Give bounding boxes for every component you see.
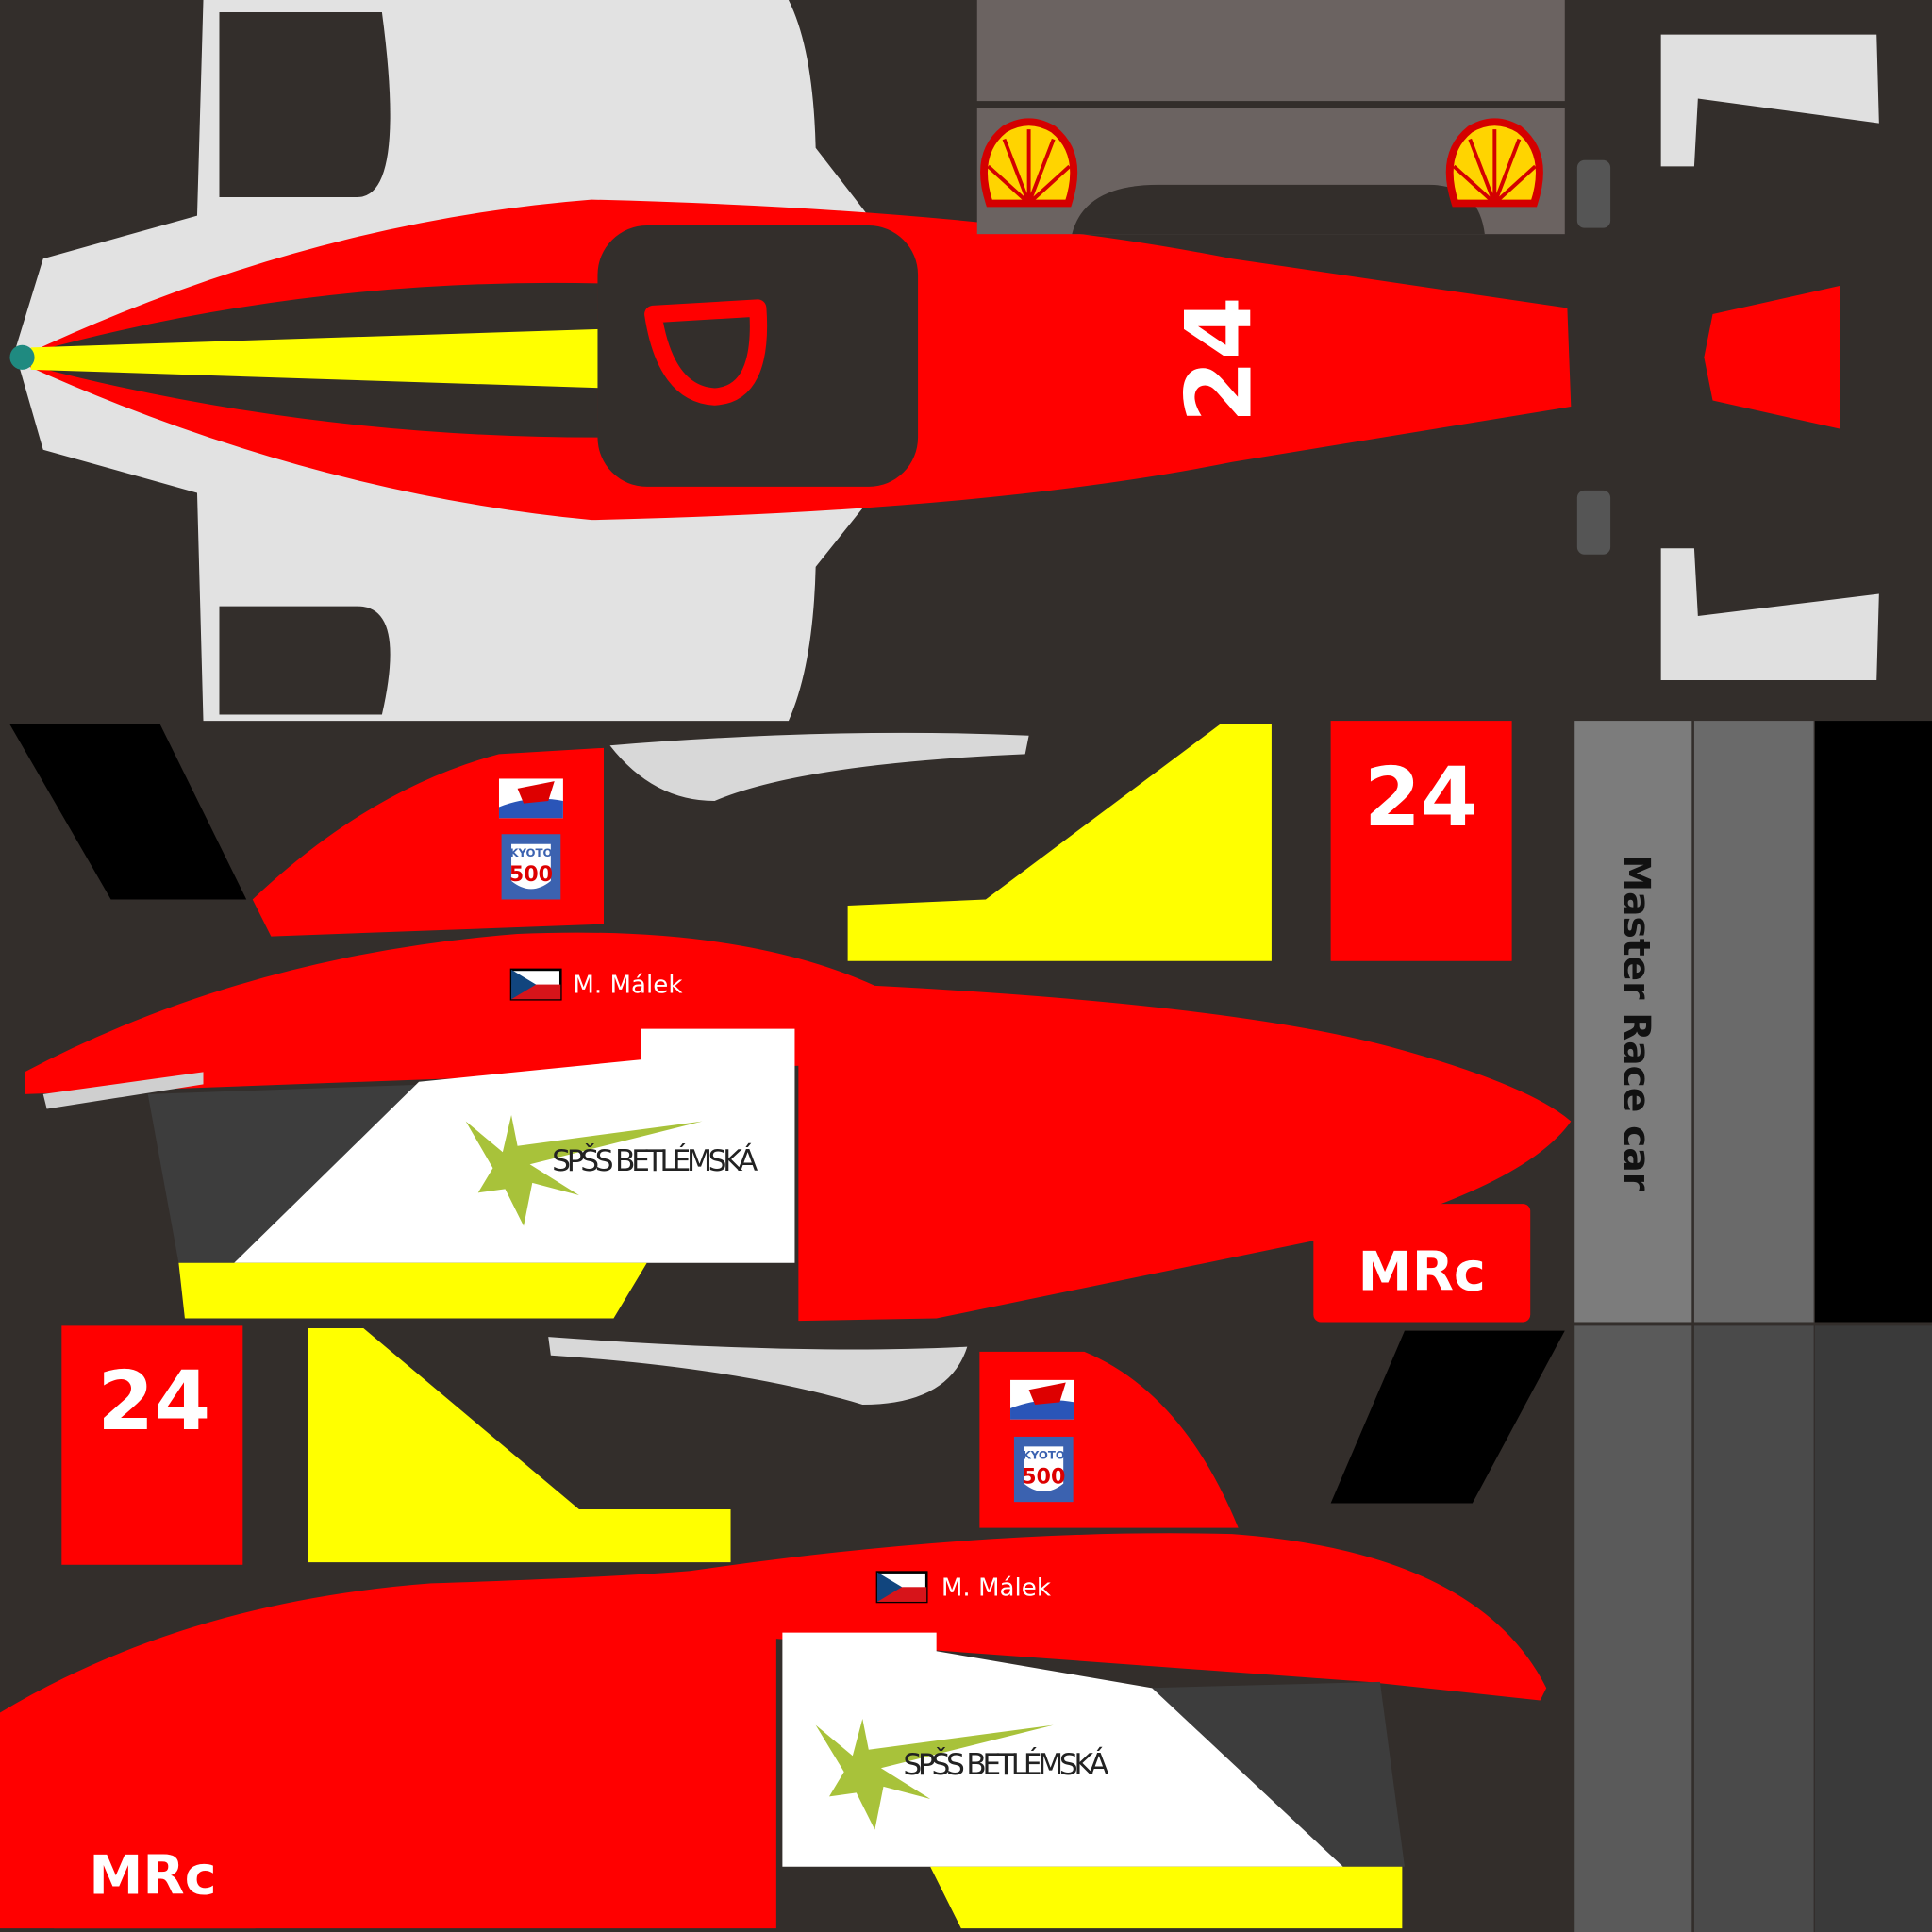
number-panel [61,1325,243,1565]
svg-text:SPŠS BETLÉMSKÁ: SPŠS BETLÉMSKÁ [552,1141,758,1178]
grey-wing-element [609,732,1029,801]
black-panel [9,724,247,900]
sponsor-logo: SPŠS BETLÉMSKÁ [465,1115,758,1226]
driver-name: M. Málek [941,1574,1052,1602]
svg-text:KYOTO: KYOTO [1023,1448,1065,1461]
svg-text:SPŠS BETLÉMSKÁ: SPŠS BETLÉMSKÁ [903,1745,1109,1782]
white-sidepod-panel [782,1632,1343,1867]
shell-logo-icon [1445,118,1543,208]
svg-text:MRc: MRc [1358,1241,1486,1304]
yellow-side-panel [308,1328,731,1563]
grey-wing-element [548,1337,968,1405]
yellow-side-panel [847,724,1272,961]
red-side-body [0,1533,1547,1929]
body-top-view: 24 [9,0,1572,722]
czech-flag-icon [509,968,562,1001]
rear-wing-endplate-top [1660,34,1879,167]
mirror-mount [1576,159,1611,228]
engine-cover [976,0,1565,235]
grey-strip [1574,1325,1692,1932]
car-number-top: 24 [1166,296,1273,424]
black-panel [1330,1330,1565,1504]
sidepod-shadow [1145,1681,1405,1867]
mrc-panel [1313,1204,1531,1323]
svg-text:500: 500 [509,862,553,887]
black-strip [1814,721,1932,1323]
grey-strip [1693,721,1814,1323]
number-panel [1330,721,1512,961]
mrc-panel [46,1806,263,1929]
sidepod-shadow [147,1084,432,1263]
red-side-body [25,932,1572,1322]
floor-cutout-bottom [219,606,391,715]
kyoto-500-logo: KYOTO 500 [501,834,561,900]
grey-strip [1693,1325,1814,1932]
cockpit-triangle-ring [644,299,768,406]
svg-text:KYOTO: KYOTO [509,846,552,859]
floor-cutout-top [219,12,391,197]
side-view-right: 24 KYOTO 500 M. Málek SPŠS BETLÉMSKÁ [0,1325,1565,1929]
mirror-mount [1576,490,1611,555]
side-text: Master Race car [1614,855,1657,1191]
side-view-left: KYOTO 500 M. Málek SPŠS BETLÉMSKÁ 24 MRc [9,721,1572,1323]
sponsor-logo: SPŠS BETLÉMSKÁ [815,1719,1109,1830]
svg-text:24: 24 [1364,751,1477,845]
grey-sidepod-edge [42,1072,204,1109]
rear-wing-endplate-bottom [1660,548,1879,680]
shell-logo-icon [980,118,1078,208]
yellow-sidepod-strip [178,1262,647,1319]
kyoto-500-logo: KYOTO 500 [1013,1436,1074,1503]
svg-text:24: 24 [97,1355,210,1449]
nose-tip [9,344,35,370]
svg-text:MRc: MRc [89,1844,216,1907]
sponsor-star-icon [815,1719,1054,1830]
yellow-sidepod-strip [930,1866,1403,1929]
indycar-logo-icon [498,778,563,819]
driver-name: M. Málek [573,972,683,1000]
svg-text:500: 500 [1022,1465,1065,1490]
indycar-logo-icon [1010,1379,1074,1420]
nose-yellow-stripe [30,328,604,389]
grey-strip [1814,1325,1932,1932]
sponsor-star-icon [465,1115,703,1226]
czech-flag-icon [875,1571,928,1604]
red-bowtie-panel [1704,286,1840,429]
grey-strip [1574,721,1692,1323]
